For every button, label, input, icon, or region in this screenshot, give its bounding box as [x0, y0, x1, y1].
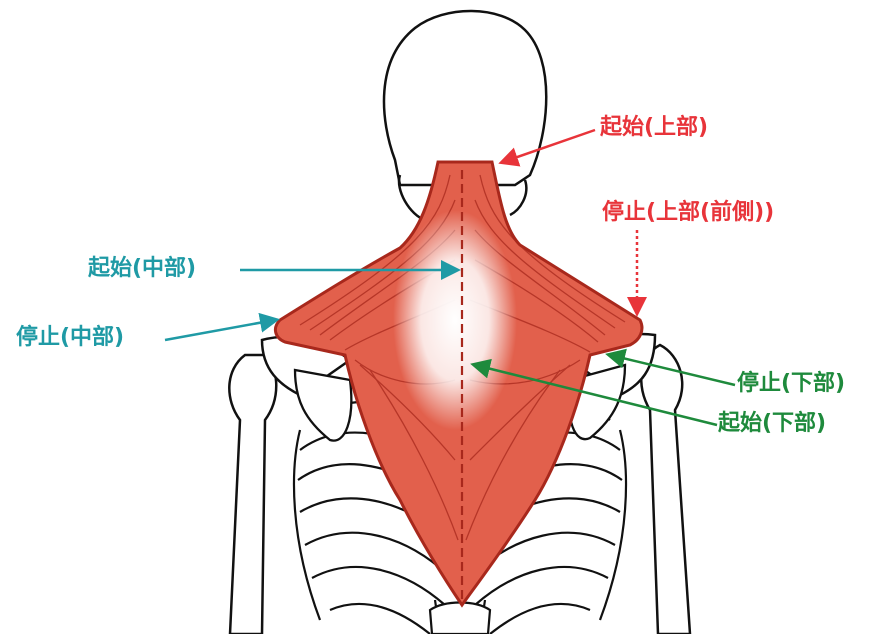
label-insertion-middle: 停止(中部) — [16, 327, 124, 349]
label-origin-middle: 起始(中部) — [88, 258, 196, 280]
label-origin-lower: 起始(下部) — [718, 413, 826, 435]
label-insertion-lower: 停止(下部) — [737, 373, 845, 395]
label-insertion-upper: 停止(上部(前側)) — [602, 202, 774, 224]
label-origin-upper: 起始(上部) — [600, 117, 708, 139]
arrow-insertion-middle — [165, 320, 275, 340]
